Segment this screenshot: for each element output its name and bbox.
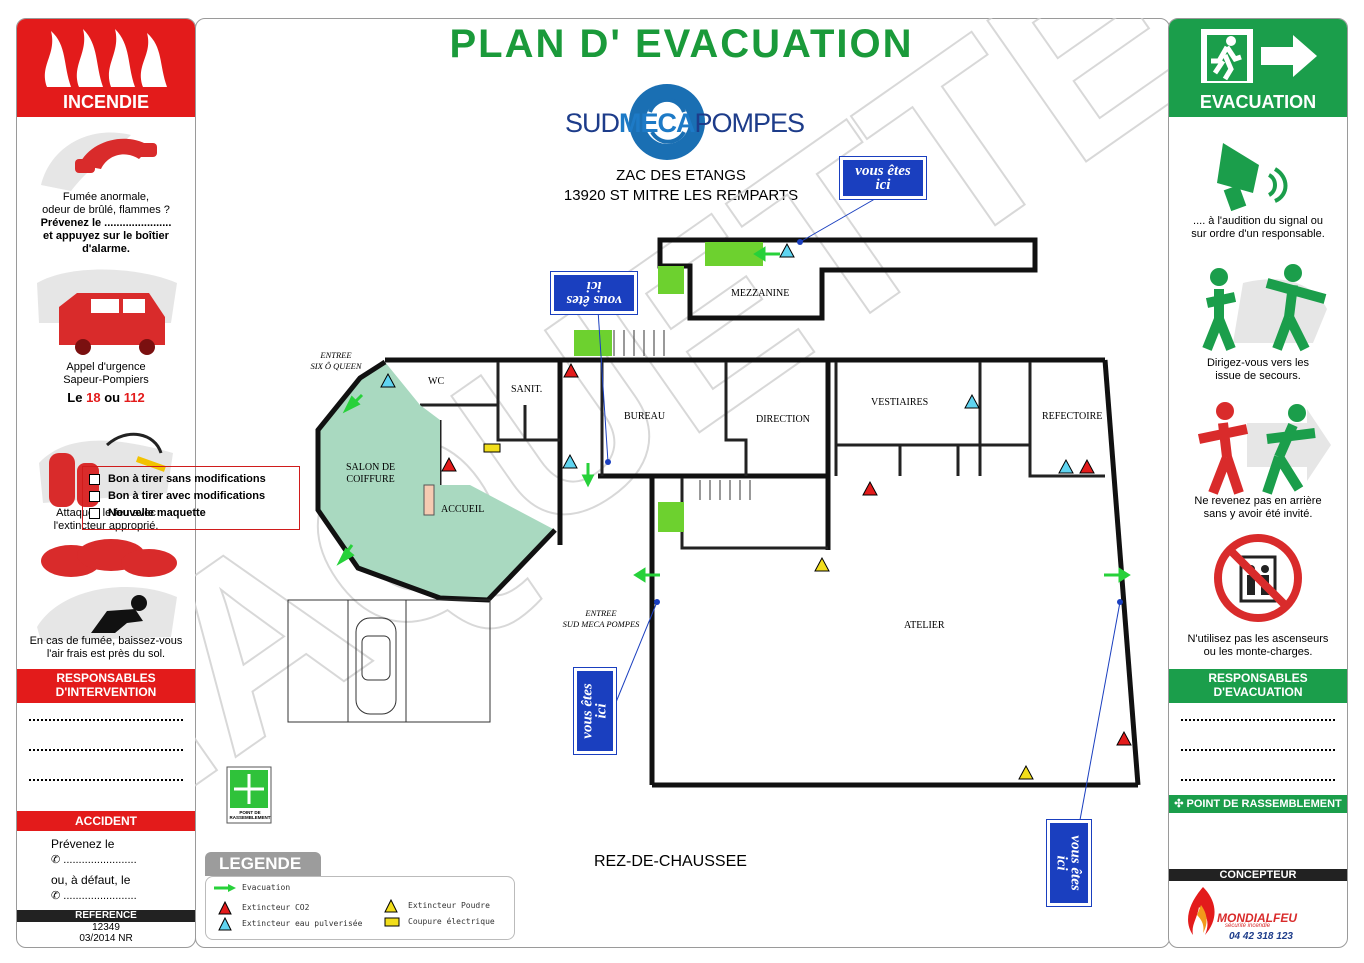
responsable-evac-line-1[interactable]: [1181, 719, 1335, 721]
extinguisher-icon: [39, 432, 173, 507]
room-salon: SALON DE COIFFURE: [346, 462, 396, 485]
evacuation-step3: Ne revenez pas en arrière sans y avoir é…: [1194, 495, 1322, 520]
phone-glyph-icon: ✆: [51, 854, 61, 866]
incendie-label: INCENDIE: [62, 92, 149, 112]
company-address: ZAC DES ETANGS 13920 ST MITRE LES REMPAR…: [563, 167, 799, 204]
checkbox[interactable]: [89, 473, 100, 485]
fire-truck-icon: [37, 269, 177, 355]
evacuation-arrow-icon: [214, 884, 236, 892]
no-return-icon: [1197, 402, 1331, 495]
phone-icon: [41, 132, 157, 191]
incendie-step1: Fumée anormale, odeur de brûlé, flammes …: [40, 191, 172, 255]
checkbox[interactable]: [89, 490, 100, 502]
water-extinguisher-icon: [218, 917, 232, 931]
legend-poudre: Extincteur Poudre: [408, 901, 490, 910]
responsables-intervention-band: RESPONSABLES D'INTERVENTION: [17, 669, 195, 703]
legend-co2: Extincteur CO2: [242, 903, 310, 912]
brand-phone: 04 42 318 123: [1229, 931, 1293, 942]
legend: Evacuation Extincteur CO2 Extincteur eau…: [205, 876, 515, 940]
right-panel-evacuation: EVACUATION .... à l'audition du signal o…: [1168, 18, 1348, 948]
reference-date: 03/2014 NR: [79, 933, 133, 944]
reference-number: 12349: [92, 922, 120, 933]
electric-cutoff-icon: [384, 917, 400, 927]
floor-label: REZ-DE-CHAUSSEE: [594, 853, 747, 870]
room-direction: DIRECTION: [756, 414, 810, 425]
room-bureau: BUREAU: [624, 411, 666, 422]
phone-entry-1[interactable]: ✆ ........................: [51, 854, 137, 866]
people-exit-icon: [1202, 264, 1327, 352]
company-logo-icon: [629, 84, 705, 160]
co2-extinguisher-icon: [218, 901, 232, 915]
responsable-line-2[interactable]: [29, 749, 183, 751]
brand-name: MONDIALFEU: [1217, 911, 1297, 925]
evacuation-header: EVACUATION: [1169, 19, 1347, 117]
page-title: PLAN D' EVACUATION: [449, 22, 914, 66]
mondialfeu-logo-icon: [1188, 887, 1215, 935]
phone-glyph-icon: ✆: [51, 890, 61, 902]
room-atelier: ATELIER: [904, 620, 945, 631]
incendie-step4: En cas de fumée, baissez-vous l'air frai…: [29, 635, 183, 660]
evacuation-step4: N'utilisez pas les ascenseurs ou les mon…: [1187, 633, 1329, 658]
room-vestiaires: VESTIAIRES: [871, 397, 929, 408]
evacuation-step2: Dirigez-vous vers les issue de secours.: [1206, 357, 1310, 382]
exit-sign-icon: [1201, 29, 1317, 83]
status-avec-modif[interactable]: Bon à tirer avec modifications: [89, 490, 265, 502]
prevenez-label: Prévenez le: [51, 837, 115, 851]
entree-six-o-queen: ENTREE SIX Ô QUEEN: [310, 350, 362, 371]
responsable-evac-line-3[interactable]: [1181, 779, 1335, 781]
status-sans-modif[interactable]: Bon à tirer sans modifications: [89, 473, 266, 485]
room-sanit: SANIT.: [511, 384, 543, 395]
reference-label: REFERENCE: [17, 910, 195, 922]
alarm-horn-icon: [1217, 143, 1288, 212]
room-wc: WC: [428, 376, 445, 387]
incendie-header: INCENDIE: [17, 19, 195, 117]
rassemblement-icon: ✣: [1174, 798, 1184, 810]
legend-coupure: Coupure électrique: [408, 917, 495, 926]
checkbox[interactable]: [89, 507, 100, 519]
emergency-numbers: Le 18 ou 112: [67, 390, 145, 405]
evacuation-label: EVACUATION: [1199, 92, 1317, 112]
entree-sud-meca-pompes: ENTREE SUD MECA POMPES: [562, 608, 640, 629]
room-mezzanine: MEZZANINE: [731, 288, 790, 299]
flames-icon: [44, 29, 167, 87]
ou-defaut-label: ou, à défaut, le: [51, 873, 131, 887]
no-elevator-icon: [1214, 534, 1302, 622]
legend-eau: Extincteur eau pulverisée: [242, 919, 363, 928]
responsable-evac-line-2[interactable]: [1181, 749, 1335, 751]
legend-evacuation: Evacuation: [242, 883, 291, 892]
powder-extinguisher-icon: [384, 899, 398, 913]
extinguisher-symbols: [380, 242, 1132, 780]
responsable-line-1[interactable]: [29, 719, 183, 721]
smoke-crawl-icon: [37, 539, 177, 641]
left-panel-incendie: INCENDIE Fumée anormale, odeur de brûlé,…: [16, 18, 196, 948]
room-accueil: ACCUEIL: [441, 504, 485, 515]
incendie-step2: Appel d'urgence Sapeur-Pompiers: [63, 361, 149, 386]
brand-subtitle: sécurité incendie: [1225, 923, 1271, 929]
phone-entry-2[interactable]: ✆ ........................: [51, 890, 137, 902]
status-nouvelle-maquette[interactable]: Nouvelle maquette: [89, 507, 206, 519]
responsable-line-3[interactable]: [29, 779, 183, 781]
status-checklist: Bon à tirer sans modifications Bon à tir…: [82, 466, 300, 530]
evacuation-step1: .... à l'audition du signal ou sur ordre…: [1191, 215, 1325, 240]
accident-band: ACCIDENT: [17, 811, 195, 831]
floor-plan: MAQUETTE: [195, 18, 1168, 924]
concepteur-band: CONCEPTEUR: [1169, 869, 1347, 881]
company-name: SUDMECAPOMPES: [565, 108, 805, 138]
legend-title: LEGENDE: [205, 852, 321, 876]
responsables-evacuation-band: RESPONSABLES D'EVACUATION: [1169, 669, 1347, 703]
rassemblement-sign-label: POINT DE RASSEMBLEMENT: [229, 810, 271, 820]
rassemblement-band: ✣ POINT DE RASSEMBLEMENT: [1169, 795, 1347, 813]
room-refectoire: REFECTOIRE: [1042, 411, 1103, 422]
